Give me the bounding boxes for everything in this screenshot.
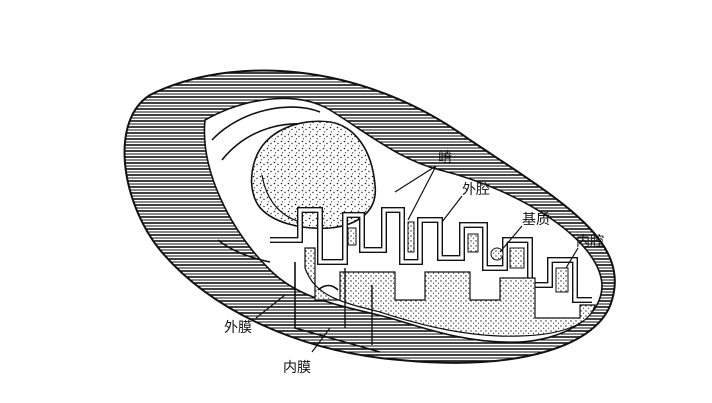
label-inner-membrane: 内膜 — [283, 360, 311, 376]
front-wall — [294, 262, 381, 353]
label-matrix: 基质 — [522, 211, 550, 228]
label-inner-chamber: 内腔 — [576, 234, 604, 250]
leader-lines — [255, 165, 579, 353]
matrix-upper-cavity — [250, 120, 377, 230]
cristae-folds — [270, 207, 596, 337]
label-outer-membrane: 外膜 — [224, 320, 252, 336]
label-cristae: 嵴 — [438, 150, 452, 166]
label-outer-chamber: 外腔 — [462, 182, 490, 198]
